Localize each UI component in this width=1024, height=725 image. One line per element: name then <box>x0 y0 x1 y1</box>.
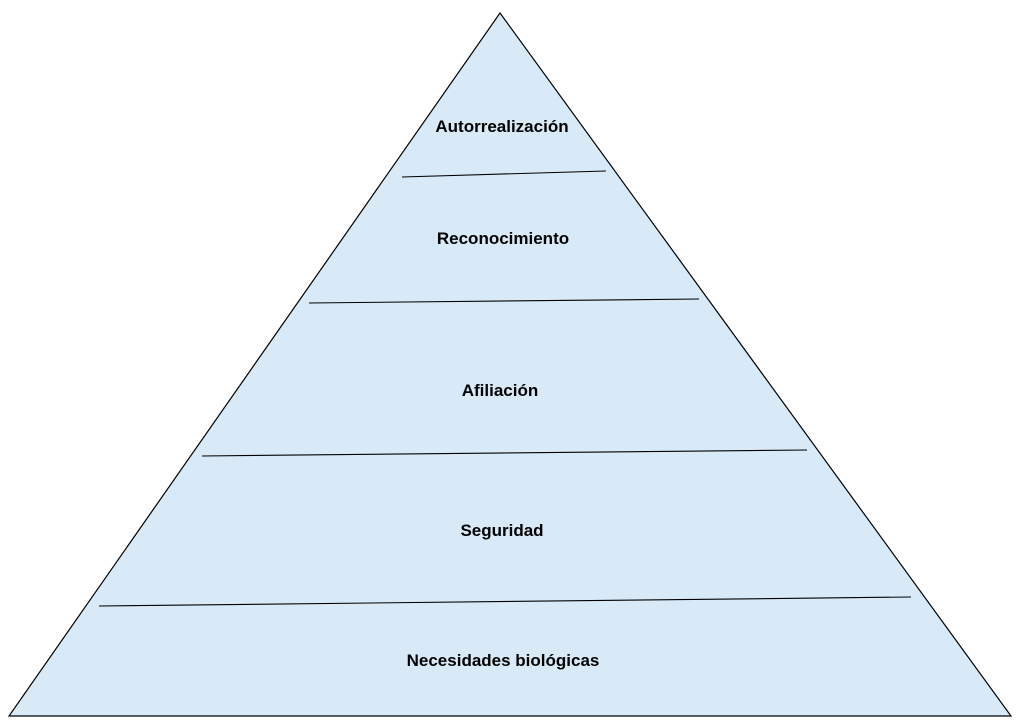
pyramid-level-label-autorrealizacion: Autorrealización <box>435 117 568 136</box>
level-divider-3 <box>201 449 808 457</box>
level-divider-2 <box>308 298 700 304</box>
level-divider-4 <box>98 596 912 607</box>
pyramid-level-label-afiliacion: Afiliación <box>462 381 539 400</box>
pyramid-level-label-seguridad: Seguridad <box>460 521 543 540</box>
pyramid-level-label-reconocimiento: Reconocimiento <box>437 229 569 248</box>
pyramid-shape <box>7 11 1013 717</box>
pyramid-level-label-necesidades-biologicas: Necesidades biológicas <box>407 651 600 670</box>
level-divider-1 <box>401 170 607 178</box>
